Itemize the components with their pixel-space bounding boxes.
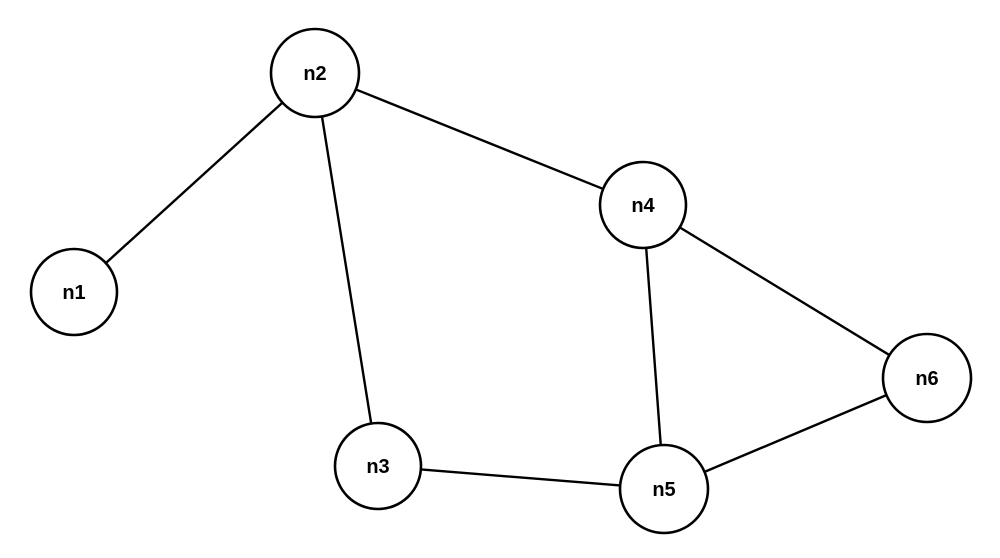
graph-node-circle-n1[interactable] <box>29 247 119 337</box>
edge-layer <box>104 88 891 487</box>
node-layer: n1 n2 n3 n4 n5 n6 <box>29 27 973 535</box>
graph-node-n1[interactable]: n1 <box>29 247 119 337</box>
graph-node-circle-n2[interactable] <box>269 27 361 119</box>
graph-node-circle-n5[interactable] <box>618 443 710 535</box>
graph-edge-n2-n4[interactable] <box>354 88 605 191</box>
graph-node-label-n6: n6 <box>915 368 938 390</box>
graph-edge-n5-n6[interactable] <box>703 393 888 474</box>
graph-node-circle-n6[interactable] <box>881 332 973 424</box>
graph-node-circle-n3[interactable] <box>333 421 423 511</box>
graph-edge-n1-n2[interactable] <box>104 101 284 265</box>
graph-edge-n3-n5[interactable] <box>419 468 622 487</box>
graph-edge-n4-n6[interactable] <box>678 226 891 357</box>
graph-node-label-n1: n1 <box>62 282 85 304</box>
graph-node-n4[interactable]: n4 <box>598 160 688 250</box>
graph-node-n2[interactable]: n2 <box>269 27 361 119</box>
graph-node-n5[interactable]: n5 <box>618 443 710 535</box>
graph-node-label-n2: n2 <box>303 63 326 85</box>
graph-node-circle-n4[interactable] <box>598 160 688 250</box>
graph-edge-n2-n3[interactable] <box>320 115 373 425</box>
graph-node-label-n4: n4 <box>631 195 655 217</box>
graph-node-n3[interactable]: n3 <box>333 421 423 511</box>
graph-node-label-n5: n5 <box>652 479 675 501</box>
graph-edge-n4-n5[interactable] <box>644 246 662 447</box>
graph-node-n6[interactable]: n6 <box>881 332 973 424</box>
graph-node-label-n3: n3 <box>366 456 389 478</box>
